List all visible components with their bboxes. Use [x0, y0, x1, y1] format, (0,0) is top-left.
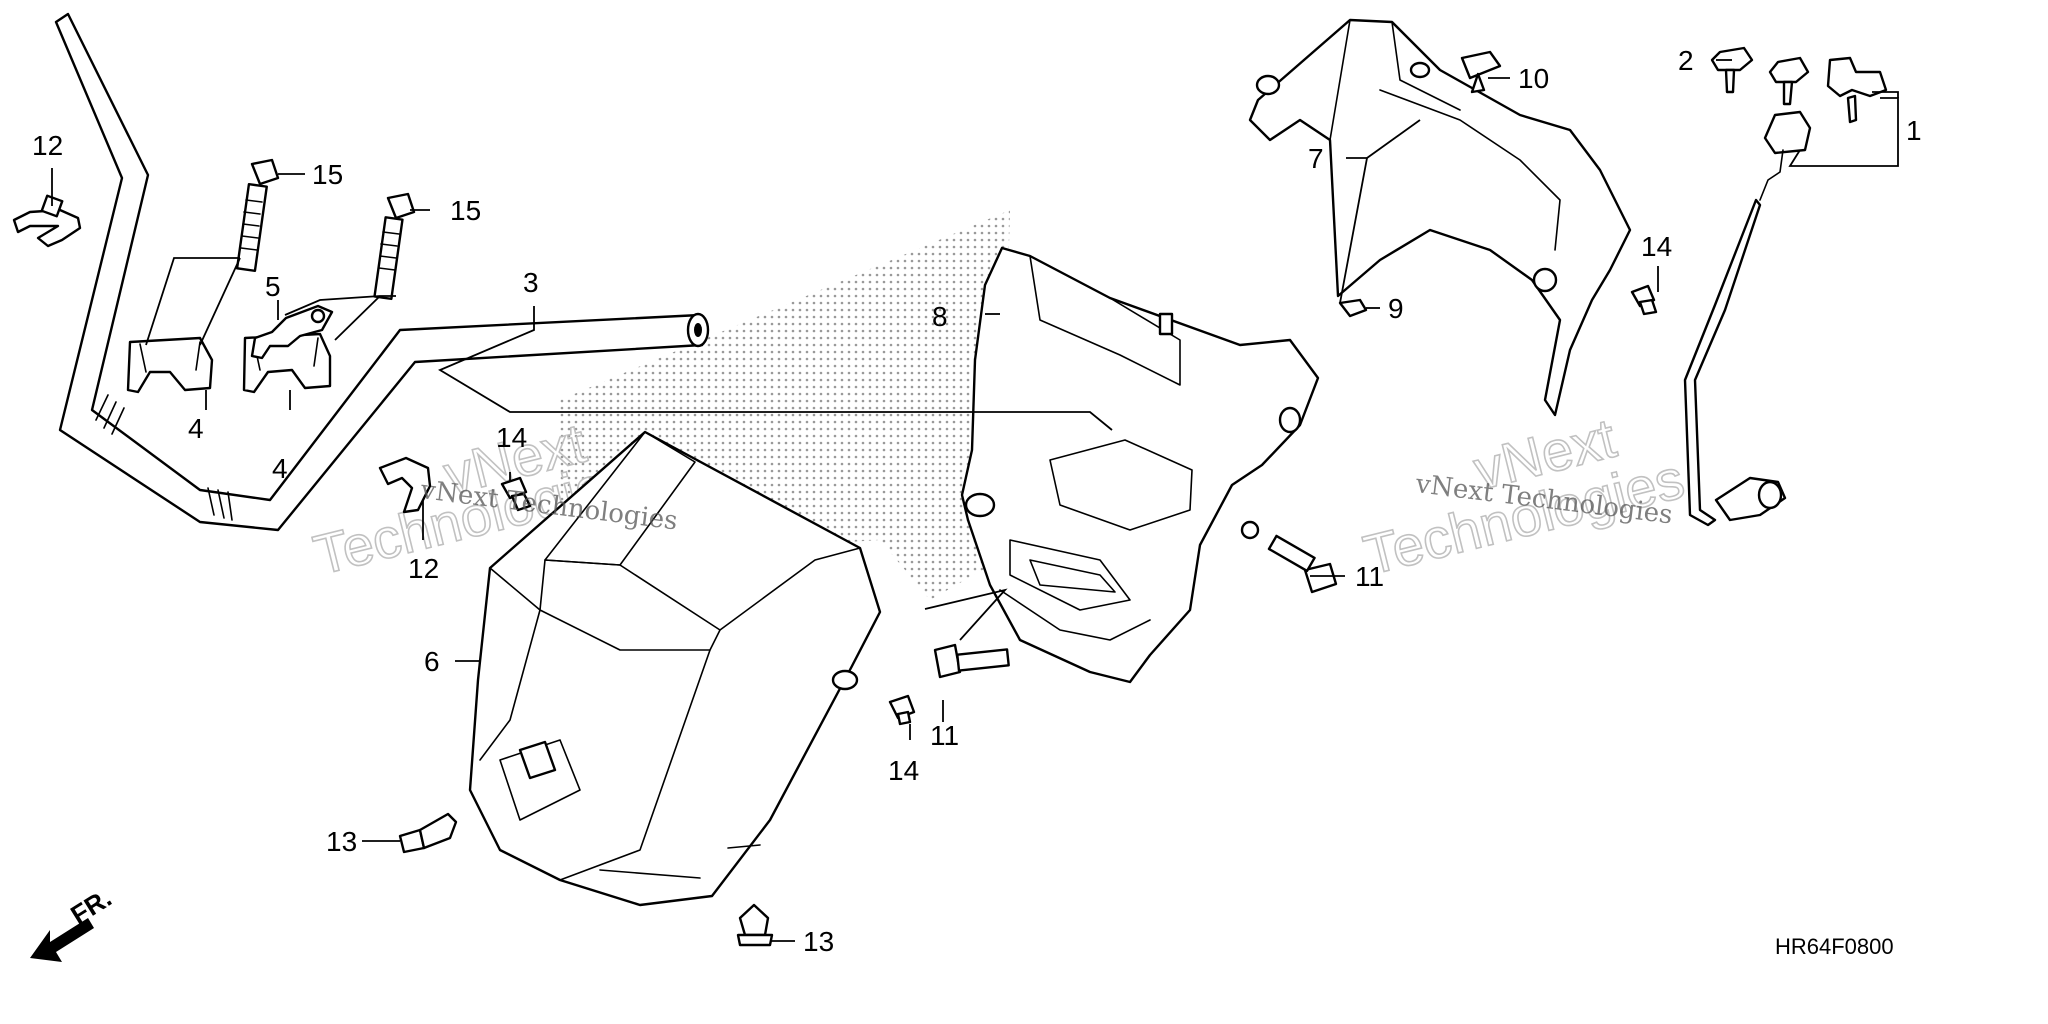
callout-13-left: 13	[326, 826, 357, 857]
callout-11-left: 11	[930, 720, 959, 751]
callout-12-top: 12	[32, 130, 63, 161]
bolt-15-right	[373, 192, 416, 301]
callout-11-right: 11	[1355, 561, 1384, 592]
key-2	[1710, 46, 1754, 94]
callout-9: 9	[1388, 293, 1404, 324]
screw-14-right	[1630, 284, 1658, 316]
callout-2: 2	[1678, 45, 1694, 76]
callout-4-right: 4	[272, 453, 288, 484]
callout-5: 5	[265, 271, 281, 302]
callout-7: 7	[1308, 143, 1324, 174]
front-arrow-icon	[30, 918, 94, 962]
headlight-cover	[468, 430, 882, 907]
ignition-switch	[1683, 110, 1812, 527]
callout-12-lower: 12	[408, 553, 439, 584]
cable-strap-lower	[378, 456, 432, 514]
callout-15-left: 15	[312, 159, 343, 190]
callout-14-left: 14	[496, 422, 527, 453]
screw-14-mid	[888, 694, 916, 726]
bolt-11-right	[1267, 534, 1338, 594]
front-label: FR.	[65, 882, 116, 930]
callout-8: 8	[932, 301, 948, 332]
cable-strap-top	[12, 194, 82, 248]
callouts: 1 2 3 4 4 5 6 7 8 9 10 11 11 12 12 13 13…	[32, 45, 1922, 957]
handlebar-holder-left	[126, 336, 214, 394]
callout-4-left: 4	[188, 413, 204, 444]
clip-10	[1460, 50, 1502, 94]
headlight-case	[960, 246, 1320, 684]
front-top-cover	[1248, 18, 1632, 417]
callout-3: 3	[523, 267, 539, 298]
leader-lines	[51, 59, 1899, 942]
front-direction-indicator: FR.	[30, 882, 117, 962]
callout-1: 1	[1906, 115, 1922, 146]
key-1	[1768, 56, 1810, 106]
callout-15-right: 15	[450, 195, 481, 226]
callout-14-right: 14	[1641, 231, 1672, 262]
callout-6: 6	[424, 646, 440, 677]
bolt-11-left	[933, 643, 1010, 679]
screw-14-left	[500, 476, 532, 512]
rivet-13-bottom	[736, 903, 774, 947]
rivet-13-left	[398, 812, 458, 854]
callout-10: 10	[1518, 63, 1549, 94]
clamp-bracket	[250, 304, 334, 360]
callout-14-mid: 14	[888, 755, 919, 786]
nut-9	[1338, 298, 1368, 318]
handlebar	[54, 12, 710, 532]
ignition-key	[1826, 56, 1888, 124]
callout-13-bottom: 13	[803, 926, 834, 957]
bolt-15-left	[235, 158, 280, 273]
diagram-code: HR64F0800	[1775, 934, 1894, 959]
